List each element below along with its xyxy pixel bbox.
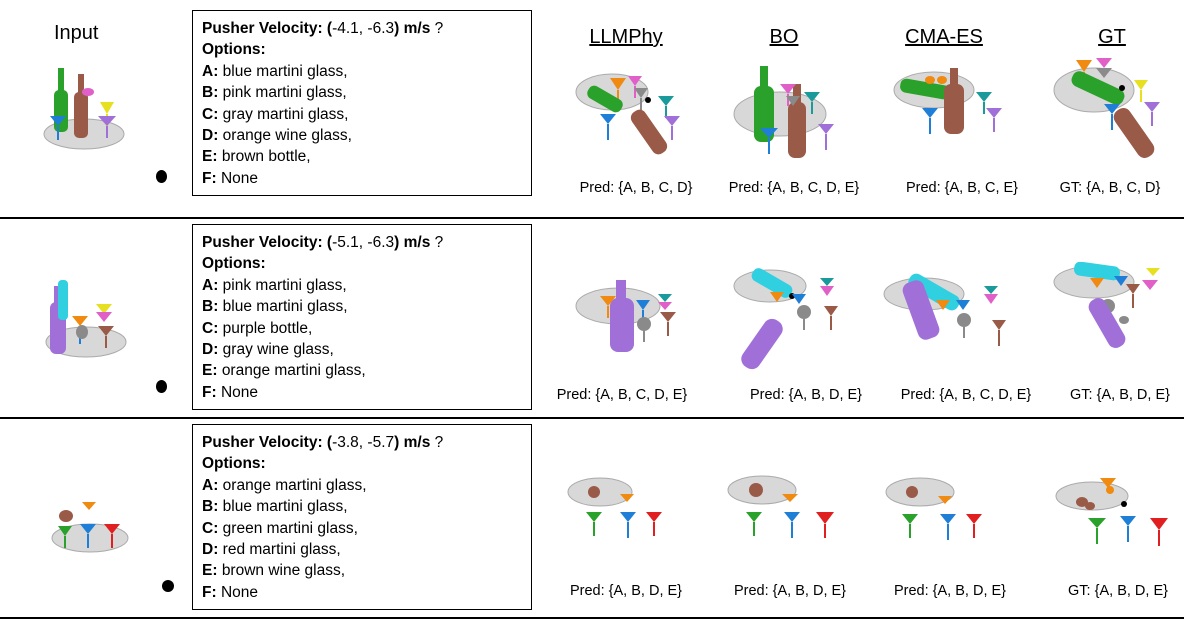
option-item: E: orange martini glass,: [202, 362, 366, 380]
pusher: [162, 580, 174, 592]
prediction-label: Pred: {A, B, D, E}: [749, 387, 863, 403]
option-item: B: blue martini glass,: [202, 298, 348, 316]
row-separator: [0, 217, 1184, 219]
option-item: F: None: [202, 583, 259, 601]
ground-truth-label: GT: {A, B, D, E}: [1068, 583, 1168, 599]
row-separator: [0, 417, 1184, 419]
velocity-label: Pusher Velocity:: [202, 434, 323, 451]
question-box: Pusher Velocity: (-5.1, -6.3) m/s ? Opti…: [192, 224, 532, 410]
velocity-label: Pusher Velocity:: [202, 234, 323, 251]
method-llmphy: LLMPhy: [589, 26, 663, 48]
velocity-unit: m/s: [403, 434, 431, 451]
question-mark: ?: [434, 234, 444, 251]
velocity-unit: m/s: [403, 20, 431, 37]
scene-image: [567, 477, 662, 538]
options-label: Options:: [202, 255, 266, 273]
velocity-label: Pusher Velocity:: [202, 20, 323, 37]
scene-image: [733, 268, 838, 370]
scene-image: [575, 73, 680, 155]
ground-truth-label: GT: {A, B, D, E}: [1070, 387, 1170, 403]
question-box: Pusher Velocity: (-4.1, -6.3) m/s ? Opti…: [192, 10, 532, 196]
option-item: C: purple bottle,: [202, 319, 313, 337]
scene-image: [885, 477, 982, 540]
question-mark: ?: [434, 20, 444, 37]
option-item: A: orange martini glass,: [202, 476, 367, 494]
method-bo: BO: [769, 26, 799, 48]
prediction-label: Pred: {A, B, C, D}: [579, 180, 693, 196]
row-separator: [0, 617, 1184, 619]
velocity-unit: m/s: [403, 234, 431, 251]
question-mark: ?: [434, 434, 444, 451]
option-item: A: blue martini glass,: [202, 62, 348, 80]
scene-image: [733, 66, 834, 158]
option-item: A: pink martini glass,: [202, 276, 347, 294]
option-item: E: brown bottle,: [202, 148, 311, 166]
velocity-value: -3.8, -5.7: [332, 434, 395, 451]
option-item: B: blue martini glass,: [202, 498, 348, 516]
option-item: D: orange wine glass,: [202, 127, 352, 145]
prediction-label: Pred: {A, B, D, E}: [733, 583, 847, 599]
options-label: Options:: [202, 41, 266, 59]
scene-image: [727, 475, 834, 538]
scene-image: [893, 68, 1002, 134]
input-label: Input: [54, 22, 99, 44]
input-scene-image: [43, 68, 125, 150]
prediction-label: Pred: {A, B, C, D, E}: [728, 180, 860, 196]
ground-truth-label: GT: {A, B, C, D}: [1059, 180, 1161, 196]
prediction-label: Pred: {A, B, D, E}: [569, 583, 683, 599]
scene-image: [1055, 478, 1168, 546]
question-box: Pusher Velocity: (-3.8, -5.7) m/s ? Opti…: [192, 424, 532, 610]
method-gt: GT: [1098, 26, 1126, 48]
prediction-label: Pred: {A, B, C, E}: [905, 180, 1019, 196]
option-item: F: None: [202, 383, 259, 401]
option-item: E: brown wine glass,: [202, 562, 346, 580]
prediction-label: Pred: {A, B, D, E}: [893, 583, 1007, 599]
input-scene-image: [51, 502, 129, 553]
scene-image: [575, 280, 676, 352]
pusher: [156, 170, 167, 183]
method-cmaes: CMA-ES: [905, 26, 983, 48]
prediction-label: Pred: {A, B, C, D, E}: [900, 387, 1032, 403]
option-item: C: gray martini glass,: [202, 105, 349, 123]
prediction-label: Pred: {A, B, C, D, E}: [556, 387, 688, 403]
scene-image: [883, 273, 1006, 346]
input-scene-image: [45, 280, 127, 358]
scene-image: [1053, 262, 1160, 348]
option-item: C: green martini glass,: [202, 519, 358, 537]
option-item: D: gray wine glass,: [202, 341, 334, 359]
velocity-value: -5.1, -6.3: [332, 234, 395, 251]
pusher: [156, 380, 167, 393]
options-label: Options:: [202, 455, 266, 473]
option-item: B: pink martini glass,: [202, 84, 347, 102]
option-item: F: None: [202, 169, 259, 187]
option-item: D: red martini glass,: [202, 541, 341, 559]
scene-image: [1053, 58, 1160, 158]
velocity-value: -4.1, -6.3: [332, 20, 395, 37]
